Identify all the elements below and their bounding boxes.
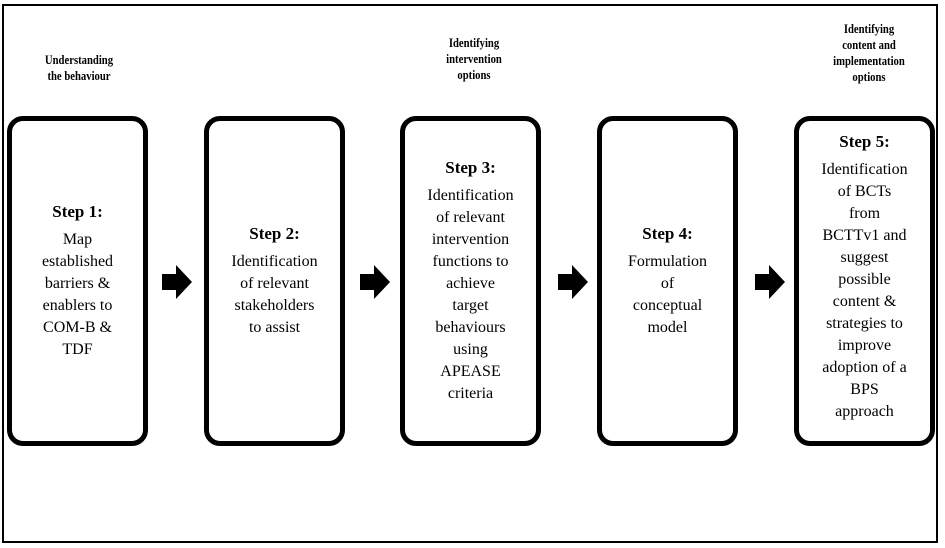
diagram-frame: Understanding the behaviour Identifying … [2,4,938,543]
step-5-title: Step 5: [839,132,890,151]
step-1-title: Step 1: [52,202,103,221]
arrow-right-icon [360,265,390,299]
step-2-title: Step 2: [249,224,300,243]
step-2-box: Step 2: Identification of relevant stake… [204,116,345,446]
phase-label-understanding: Understanding the behaviour [44,52,114,83]
step-4-description: Formulation of conceptual model [627,253,708,336]
step-4-box: Step 4: Formulation of conceptual model [597,116,738,446]
step-4-title: Step 4: [642,224,693,243]
arrow-right-icon [755,265,785,299]
step-3-box: Step 3: Identification of relevant inter… [400,116,541,446]
phase-label-intervention-options: Identifying intervention options [446,35,502,82]
step-3-title: Step 3: [445,158,496,177]
phase-label-content-implementation: Identifying content and implementation o… [833,21,905,84]
arrow-right-icon [558,265,588,299]
arrow-right-icon [162,265,192,299]
step-2-description: Identification of relevant stakeholders … [231,253,318,336]
step-1-description: Map established barriers & enablers to C… [41,231,114,358]
step-5-box: Step 5: Identification of BCTs from BCTT… [794,116,935,446]
step-1-box: Step 1: Map established barriers & enabl… [7,116,148,446]
step-3-description: Identification of relevant intervention … [427,187,514,402]
step-5-description: Identification of BCTs from BCTTv1 and s… [821,161,908,420]
